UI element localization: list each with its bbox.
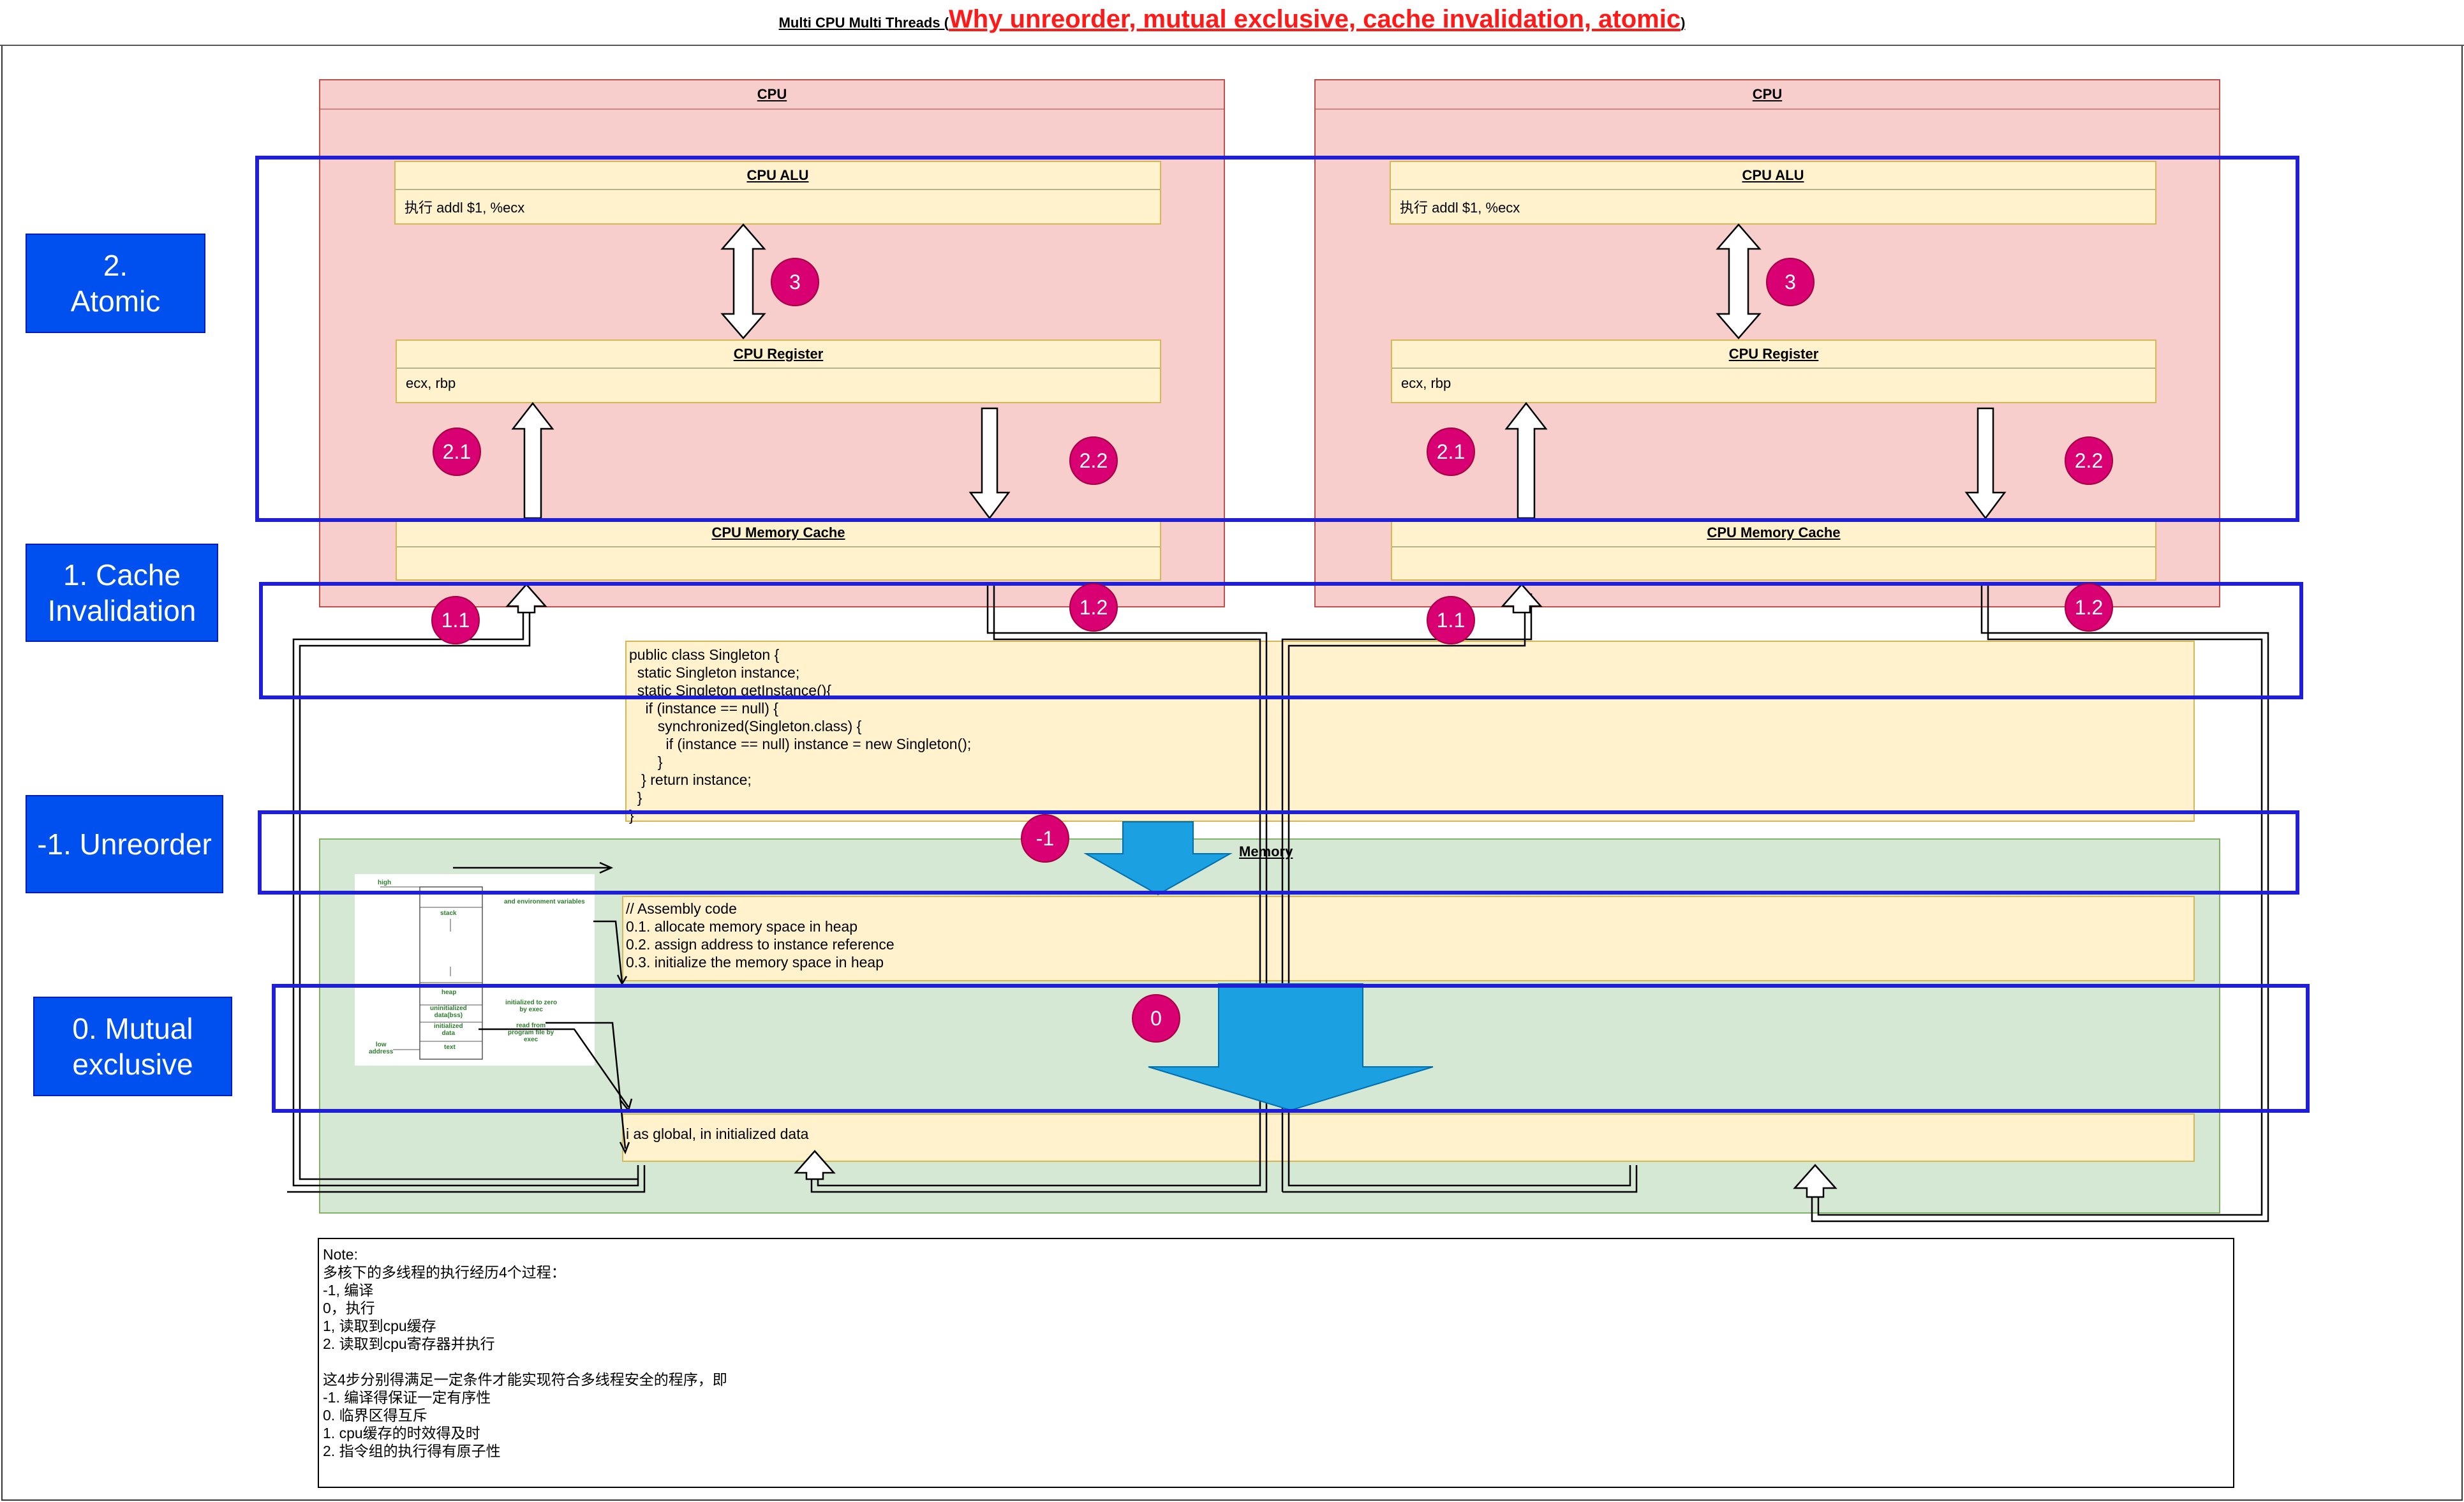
memory-arrow-left bbox=[794, 1150, 836, 1180]
cpu-right-register: CPU Register ecx, rbp bbox=[1391, 339, 2156, 403]
step-mutual-exclusive-label: 0. Mutual exclusive bbox=[33, 997, 232, 1096]
ml-low: low address bbox=[369, 1041, 394, 1055]
ml-heap: heap bbox=[442, 989, 457, 996]
global-var-box: i as global, in initialized data bbox=[622, 1113, 2195, 1162]
cpu-left-register-title: CPU Register bbox=[397, 341, 1160, 369]
ml-init: initialized data bbox=[434, 1023, 463, 1037]
cpu-left-register: CPU Register ecx, rbp bbox=[396, 339, 1161, 403]
cpu-left-label: CPU bbox=[320, 80, 1224, 110]
badge-alu-reg-right: 3 bbox=[1766, 258, 1815, 306]
cpu-left-alu-body: 执行 addl $1, %ecx bbox=[404, 200, 525, 216]
cache-in-arrow-left bbox=[505, 583, 547, 614]
badge-cache-out-left: 1.2 bbox=[1069, 583, 1118, 632]
badge-cache-in-right: 1.1 bbox=[1427, 596, 1475, 644]
badge-execute: 0 bbox=[1132, 994, 1180, 1043]
badge-load-left: 2.1 bbox=[433, 428, 481, 476]
diagram-frame bbox=[1, 46, 2463, 1501]
ml-text: text bbox=[444, 1044, 456, 1051]
memory-arrow-right bbox=[1793, 1164, 1837, 1198]
store-arrow-left bbox=[969, 407, 1011, 520]
cpu-left-register-body: ecx, rbp bbox=[406, 375, 456, 391]
cpu-left-alu: CPU ALU 执行 addl $1, %ecx bbox=[394, 161, 1161, 225]
cpu-right-register-body: ecx, rbp bbox=[1401, 375, 1451, 391]
cache-invalidation-region bbox=[259, 582, 2303, 699]
unreorder-region bbox=[258, 810, 2299, 895]
badge-compile: -1 bbox=[1021, 814, 1069, 863]
badge-store-left: 2.2 bbox=[1069, 436, 1118, 485]
cpu-right-alu: CPU ALU 执行 addl $1, %ecx bbox=[1390, 161, 2156, 225]
cpu-right-cache-title: CPU Memory Cache bbox=[1392, 519, 2155, 547]
badge-alu-reg-left: 3 bbox=[771, 258, 819, 306]
ml-init-note: read from program file by exec bbox=[508, 1022, 554, 1043]
cpu-left-alu-title: CPU ALU bbox=[396, 162, 1160, 190]
cpu-right-alu-body: 执行 addl $1, %ecx bbox=[1400, 200, 1520, 216]
ml-env: and environment variables bbox=[504, 898, 585, 905]
mutual-exclusive-region bbox=[272, 984, 2310, 1113]
note-box: Note: 多核下的多线程的执行经历4个过程： -1, 编译 0，执行 1, 读… bbox=[318, 1238, 2234, 1488]
badge-store-right: 2.2 bbox=[2065, 436, 2113, 485]
badge-cache-out-right: 1.2 bbox=[2065, 583, 2113, 632]
title-bar bbox=[0, 0, 2464, 46]
badge-load-right: 2.1 bbox=[1427, 428, 1475, 476]
step-atomic-label: 2. Atomic bbox=[26, 234, 205, 333]
memory-layout-lines bbox=[380, 886, 483, 1060]
cpu-right-label: CPU bbox=[1316, 80, 2219, 110]
cpu-right-register-title: CPU Register bbox=[1392, 341, 2155, 369]
title-suffix: ) bbox=[1681, 15, 1686, 31]
singleton-code: public class Singleton { static Singleto… bbox=[625, 641, 2195, 824]
step-cache-invalidation-label: 1. Cache Invalidation bbox=[26, 544, 218, 642]
memory-layout-diagram: high and environment variables stack hea… bbox=[355, 874, 595, 1066]
alu-register-arrow-right bbox=[1716, 223, 1762, 339]
execute-arrow bbox=[1148, 983, 1434, 1112]
cpu-left-cache-title: CPU Memory Cache bbox=[397, 519, 1160, 547]
ml-bss: uninitialized data(bss) bbox=[430, 1005, 467, 1019]
assembly-code: // Assembly code 0.1. allocate memory sp… bbox=[622, 896, 2195, 981]
ml-bss-note: initialized to zero by exec bbox=[505, 999, 558, 1013]
badge-cache-in-left: 1.1 bbox=[431, 596, 480, 644]
ml-high: high bbox=[378, 879, 392, 886]
ml-stack: stack bbox=[440, 910, 457, 917]
title-highlight: Why unreorder, mutual exclusive, cache i… bbox=[949, 5, 1681, 33]
page-title: Multi CPU Multi Threads (Why unreorder, … bbox=[0, 5, 2464, 34]
title-prefix: Multi CPU Multi Threads ( bbox=[778, 15, 949, 31]
compile-arrow bbox=[1083, 821, 1233, 896]
cpu-left-cache: CPU Memory Cache bbox=[396, 518, 1161, 581]
step-unreorder-label: -1. Unreorder bbox=[26, 795, 223, 893]
cache-in-arrow-right bbox=[1501, 583, 1543, 614]
atomic-region bbox=[255, 156, 2299, 522]
store-arrow-right bbox=[1964, 407, 2007, 520]
alu-register-arrow-left bbox=[720, 223, 766, 339]
cpu-right-alu-title: CPU ALU bbox=[1391, 162, 2155, 190]
